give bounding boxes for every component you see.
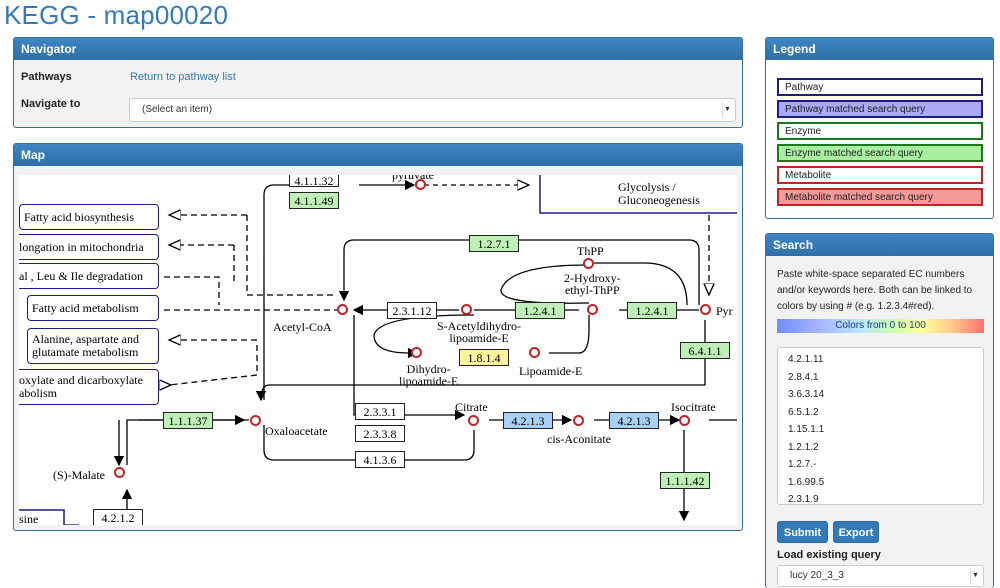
pathway-elongation[interactable]: longation in mitochondria	[19, 234, 159, 260]
legend-item: Pathway matched search query	[777, 100, 983, 118]
query-line: 4.2.1.11	[788, 354, 824, 365]
compound-malate-label: (S)-Malate	[53, 468, 105, 482]
submit-button[interactable]: Submit	[777, 521, 828, 543]
compound-oxaloacetate-label: Oxaloacetate	[265, 424, 328, 438]
compound-s-acetyldihydrolipoamide[interactable]	[461, 304, 472, 315]
search-title: Search	[766, 234, 993, 256]
enzyme-4-2-1-2[interactable]: 4.2.1.2	[93, 509, 143, 525]
compound-pyr[interactable]	[700, 304, 711, 315]
compound-citrate[interactable]	[468, 415, 479, 426]
enzyme-1-2-7-1[interactable]: 1.2.7.1	[469, 235, 519, 252]
navigate-to-value: (Select an item)	[142, 104, 213, 115]
map-panel: Map	[13, 143, 743, 531]
pathway-leu-ile-degradation[interactable]: al , Leu & Ile degradation	[19, 263, 159, 289]
compound-dihydrolipoamide[interactable]	[411, 347, 422, 358]
compound-s-acetyldihydrolipoamide-label: S-Acetyldihydro- lipoamide-E	[437, 319, 521, 345]
query-line: 1.15.1.1	[788, 424, 825, 435]
compound-dihydrolipoamide-label: Dihydro- lipoamide-E	[399, 362, 459, 388]
pathway-fatty-acid-metabolism[interactable]: Fatty acid metabolism	[27, 295, 159, 321]
compound-oxaloacetate[interactable]	[250, 415, 261, 426]
map-title: Map	[14, 144, 742, 166]
query-line: 1.2.7.-	[788, 459, 817, 470]
compound-hydroxyethyl-thpp-label: 2-Hydroxy- ethyl-ThPP	[564, 271, 621, 297]
navigator-title: Navigator	[14, 38, 742, 60]
enzyme-6-4-1-1[interactable]: 6.4.1.1	[680, 342, 730, 359]
compound-acetyl-coa-label: Acetyl-CoA	[273, 320, 332, 334]
chevron-down-icon: ▼	[722, 102, 732, 118]
pathway-alanine-aspartate-glutamate[interactable]: Alanine, aspartate and glutamate metabol…	[27, 328, 159, 364]
compound-lipoamide[interactable]	[529, 347, 540, 358]
legend-item: Metabolite	[777, 166, 983, 184]
compound-cis-aconitate-label: cis-Aconitate	[547, 432, 611, 446]
compound-cis-aconitate[interactable]	[573, 415, 584, 426]
legend-title: Legend	[766, 38, 993, 60]
compound-acetyl-coa[interactable]	[337, 304, 348, 315]
compound-pyr-label: Pyr	[716, 304, 733, 318]
compound-pyruvate-label: pyruvate	[392, 175, 434, 182]
compound-isocitrate-label: Isocitrate	[671, 400, 716, 414]
enzyme-4-1-1-32[interactable]: 4.1.1.32	[289, 175, 339, 188]
search-panel: Search Paste white-space separated EC nu…	[765, 233, 994, 588]
query-line: 3.6.3.14	[788, 389, 825, 400]
color-gradient-bar: Colors from 0 to 100	[777, 319, 984, 333]
legend-item: Pathway	[777, 78, 983, 96]
query-line: 2.8.4.1	[788, 371, 819, 383]
query-line: 1.2.1.2	[788, 441, 819, 453]
enzyme-4-2-1-3-b[interactable]: 4.2.1.3	[609, 412, 659, 429]
enzyme-4-1-1-49[interactable]: 4.1.1.49	[289, 192, 339, 209]
legend-item: Metabolite matched search query	[777, 188, 983, 206]
enzyme-2-3-1-12[interactable]: 2.3.1.12	[387, 302, 437, 319]
pathway-map[interactable]: Glycolysis / Gluconeogenesis Fatty acid …	[19, 175, 737, 525]
pathways-label: Pathways	[21, 71, 72, 83]
load-existing-query-label: Load existing query	[777, 549, 881, 561]
enzyme-4-2-1-3-a[interactable]: 4.2.1.3	[503, 412, 553, 429]
enzyme-2-3-3-1[interactable]: 2.3.3.1	[355, 403, 405, 420]
navigator-panel: Navigator Pathways Return to pathway lis…	[13, 37, 743, 128]
compound-lipoamide-label: Lipoamide-E	[519, 364, 583, 378]
compound-pyruvate[interactable]	[415, 179, 426, 190]
load-existing-query-select[interactable]: lucy 20_3_3 ▼	[777, 565, 984, 587]
compound-hydroxyethyl-thpp[interactable]	[587, 304, 598, 315]
navigate-to-select[interactable]: (Select an item) ▼	[129, 98, 736, 122]
navigate-to-label: Navigate to	[21, 98, 81, 110]
chevron-down-icon: ▼	[970, 568, 980, 584]
compound-malate[interactable]	[114, 467, 125, 478]
enzyme-1-1-1-37[interactable]: 1.1.1.37	[163, 412, 213, 429]
compound-isocitrate[interactable]	[679, 415, 690, 426]
legend-item: Enzyme matched search query	[777, 144, 983, 162]
enzyme-4-1-3-6[interactable]: 4.1.3.6	[355, 451, 405, 468]
enzyme-1-2-4-1-a[interactable]: 1.2.4.1	[515, 302, 565, 319]
compound-citrate-label: Citrate	[455, 400, 488, 414]
pathway-fatty-acid-biosynthesis[interactable]: Fatty acid biosynthesis	[19, 204, 159, 230]
query-line: 6.5.1.2	[788, 406, 819, 418]
enzyme-1-1-1-42[interactable]: 1.1.1.42	[660, 472, 710, 489]
pathway-glyoxylate-dicarboxylate[interactable]: oxylate and dicarboxylate abolism	[19, 369, 159, 405]
load-existing-query-value: lucy 20_3_3	[790, 570, 844, 581]
enzyme-1-8-1-4[interactable]: 1.8.1.4	[459, 349, 509, 366]
legend-item: Enzyme	[777, 122, 983, 140]
return-to-pathway-list-link[interactable]: Return to pathway list	[130, 71, 236, 83]
search-description: Paste white-space separated EC numbers a…	[777, 269, 973, 312]
enzyme-2-3-3-8[interactable]: 2.3.3.8	[355, 425, 405, 442]
query-line: 2.3.1.9	[788, 494, 819, 505]
page-title: KEGG - map00020	[4, 0, 229, 30]
compound-thpp-label: ThPP	[577, 244, 604, 258]
compound-thpp[interactable]	[583, 258, 594, 269]
enzyme-1-2-4-1-b[interactable]: 1.2.4.1	[627, 302, 677, 319]
export-button[interactable]: Export	[833, 521, 879, 543]
pathway-partial-bottom[interactable]: sine	[19, 512, 39, 525]
query-line: 1.6.99.5	[788, 476, 825, 488]
pathway-glycolysis[interactable]: Glycolysis / Gluconeogenesis	[614, 178, 737, 210]
search-query-textarea[interactable]: 4.2.1.11 2.8.4.1 3.6.3.14 6.5.1.2 1.15.1.1 1.…	[777, 347, 984, 505]
